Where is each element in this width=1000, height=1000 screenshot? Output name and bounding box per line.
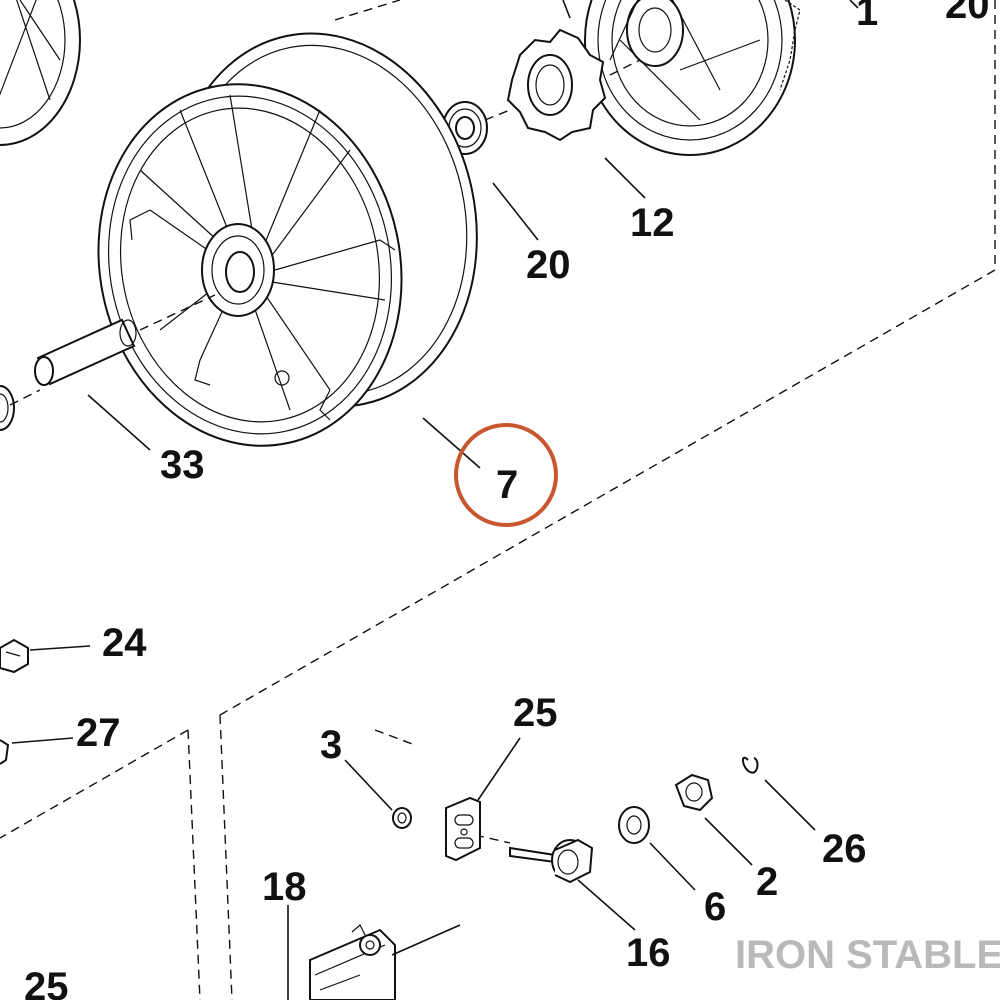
callout-33: 33 — [160, 443, 205, 487]
axle-spacer — [34, 318, 137, 386]
callout-24: 24 — [102, 621, 147, 665]
callout-3: 3 — [320, 723, 342, 767]
axle-adjuster — [309, 924, 396, 1000]
callout-18: 18 — [262, 865, 307, 909]
small-nut — [392, 807, 412, 829]
cast-wheel — [97, 32, 478, 447]
bracket-plate — [445, 796, 481, 862]
callout-16: 16 — [626, 931, 671, 975]
callout-20: 20 — [526, 243, 571, 287]
leader-lines — [11, 0, 859, 1000]
callout-6: 6 — [704, 885, 726, 929]
partial-wheel-top-left — [0, 0, 81, 146]
seal-fragment — [0, 385, 15, 431]
cush-drive-rubber — [506, 28, 607, 142]
callout-25: 25 — [513, 691, 558, 735]
callout-1: 1 — [856, 0, 878, 34]
hex-nut — [674, 773, 714, 812]
rear-pulley — [584, 0, 801, 156]
watermark: IRON STABLE — [735, 933, 1000, 977]
callout-2: 2 — [756, 860, 778, 904]
callout-26: 26 — [822, 827, 867, 871]
callout-7: 7 — [496, 463, 518, 507]
highlight-circle — [454, 423, 558, 527]
callout-27: 27 — [76, 711, 121, 755]
wheel-bearing — [442, 101, 488, 155]
callout-20-top: 20 — [945, 0, 990, 27]
callout-12: 12 — [630, 201, 675, 245]
small-part — [0, 739, 10, 765]
flat-washer — [618, 806, 650, 844]
callout-25-bottom: 25 — [24, 965, 69, 1000]
e-clip — [742, 756, 759, 774]
adjuster-bolt — [509, 838, 594, 884]
sensor-part — [0, 638, 29, 674]
callout-labels: 1 20 12 20 33 7 24 27 25 3 26 2 6 16 18 … — [24, 0, 990, 1000]
